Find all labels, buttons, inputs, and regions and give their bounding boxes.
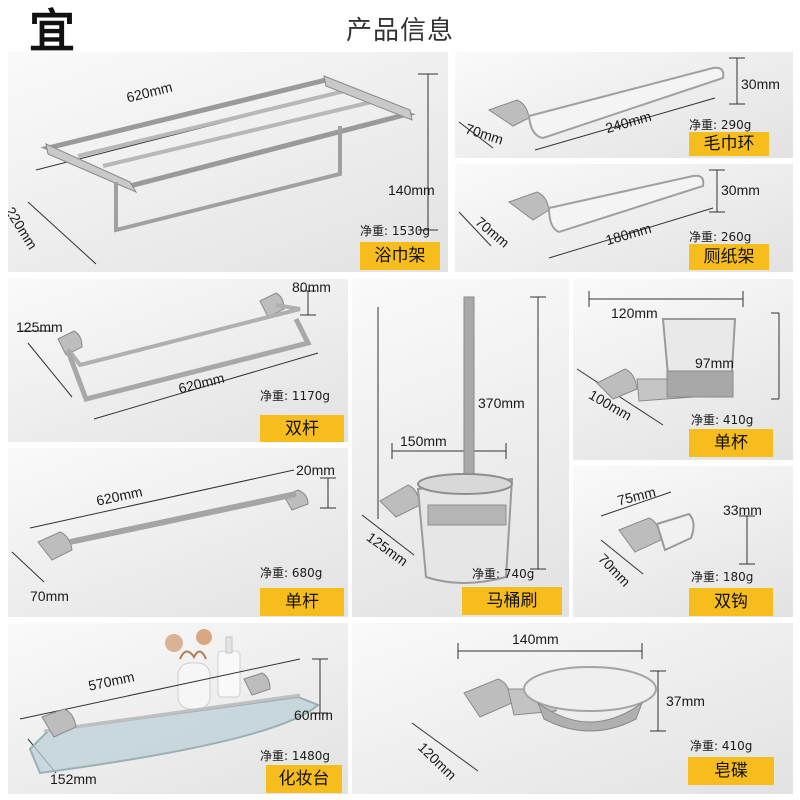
brand-char-1: 宜 <box>29 4 75 58</box>
paper-holder-name-tag: 厕纸架 <box>689 244 769 270</box>
soap-dish-height-label: 37mm <box>666 693 705 709</box>
vanity-shelf-height-label: 60mm <box>294 707 333 723</box>
towel-ring-illustration <box>458 57 745 151</box>
single-bar-name-tag: 单杆 <box>260 588 344 616</box>
towel-ring-name-tag: 毛巾环 <box>689 132 769 156</box>
toilet-brush-height-label: 370mm <box>478 395 525 411</box>
panel-double-bar: 125mm 620mm 80mm 净重: 1170g 双杆 <box>8 279 348 442</box>
double-bar-illustration <box>20 290 319 420</box>
panel-toilet-brush: 370mm 150mm 125mm 净重: 740g 马桶刷 <box>352 279 569 617</box>
paper-holder-height-label: 30mm <box>721 182 760 198</box>
panel-paper-holder: 70mm 180mm 30mm 净重: 260g 厕纸架 <box>455 164 793 272</box>
vanity-shelf-weight: 净重: 1480g <box>260 749 331 763</box>
toilet-brush-illustration <box>361 296 546 584</box>
towel-ring-weight: 净重: 290g <box>689 118 752 132</box>
bath-towel-rack-weight: 净重: 1530g <box>360 224 431 238</box>
single-cup-illustration <box>576 291 780 426</box>
soap-dish-width-label: 140mm <box>512 631 559 647</box>
soap-dish-illustration <box>411 643 666 772</box>
double-bar-weight: 净重: 1170g <box>260 389 331 403</box>
paper-holder-weight: 净重: 260g <box>689 230 752 244</box>
toilet-brush-width-label: 150mm <box>400 433 447 449</box>
single-bar-height-label: 20mm <box>296 462 335 478</box>
double-hook-illustration <box>600 491 755 575</box>
vanity-shelf-depth-label: 152mm <box>50 771 97 787</box>
single-bar-weight: 净重: 680g <box>260 566 323 580</box>
panel-vanity-shelf: 570mm 60mm 152mm 净重: 1480g 化妆台 <box>8 623 348 794</box>
single-cup-name-tag: 单杯 <box>689 429 773 457</box>
vanity-shelf-illustration <box>19 629 328 775</box>
panel-single-bar: 620mm 20mm 70mm 净重: 680g 单杆 <box>8 448 348 617</box>
towel-ring-height-label: 30mm <box>741 76 780 92</box>
soap-dish-weight: 净重: 410g <box>690 739 753 753</box>
double-bar-height-label: 80mm <box>292 279 331 295</box>
toilet-brush-name-tag: 马桶刷 <box>462 587 562 615</box>
single-bar-illustration <box>11 469 336 583</box>
double-hook-weight: 净重: 180g <box>691 570 754 584</box>
double-bar-name-tag: 双杆 <box>260 415 344 442</box>
page-title: 产品信息 <box>345 16 454 46</box>
bath-towel-rack-height-label: 140mm <box>388 182 435 198</box>
panel-bath-towel-rack: 620mm 220mm 140mm 净重: 1530g 浴巾架 <box>8 52 448 272</box>
vanity-shelf-name-tag: 化妆台 <box>266 765 342 793</box>
single-bar-base-label: 70mm <box>30 588 69 604</box>
bath-towel-rack-illustration <box>27 73 438 265</box>
panel-double-hook: 75mm 33mm 70mm 净重: 180g 双钩 <box>573 466 793 617</box>
panel-single-cup: 120mm 97mm 100mm 净重: 410g 单杯 <box>573 279 793 460</box>
double-hook-height-label: 33mm <box>723 502 762 518</box>
panel-soap-dish: 140mm 37mm 120mm 净重: 410g 皂碟 <box>352 623 793 794</box>
single-cup-width-label: 120mm <box>611 305 658 321</box>
double-bar-depth-label: 125mm <box>16 319 63 335</box>
soap-dish-name-tag: 皂碟 <box>688 757 774 785</box>
single-cup-weight: 净重: 410g <box>691 413 754 427</box>
single-cup-height-label: 97mm <box>695 355 734 371</box>
paper-holder-illustration <box>458 169 725 259</box>
bath-towel-rack-name-tag: 浴巾架 <box>360 242 440 270</box>
toilet-brush-weight: 净重: 740g <box>472 567 535 581</box>
double-hook-name-tag: 双钩 <box>689 588 773 616</box>
panel-towel-ring: 70mm 240mm 30mm 净重: 290g 毛巾环 <box>455 52 793 158</box>
